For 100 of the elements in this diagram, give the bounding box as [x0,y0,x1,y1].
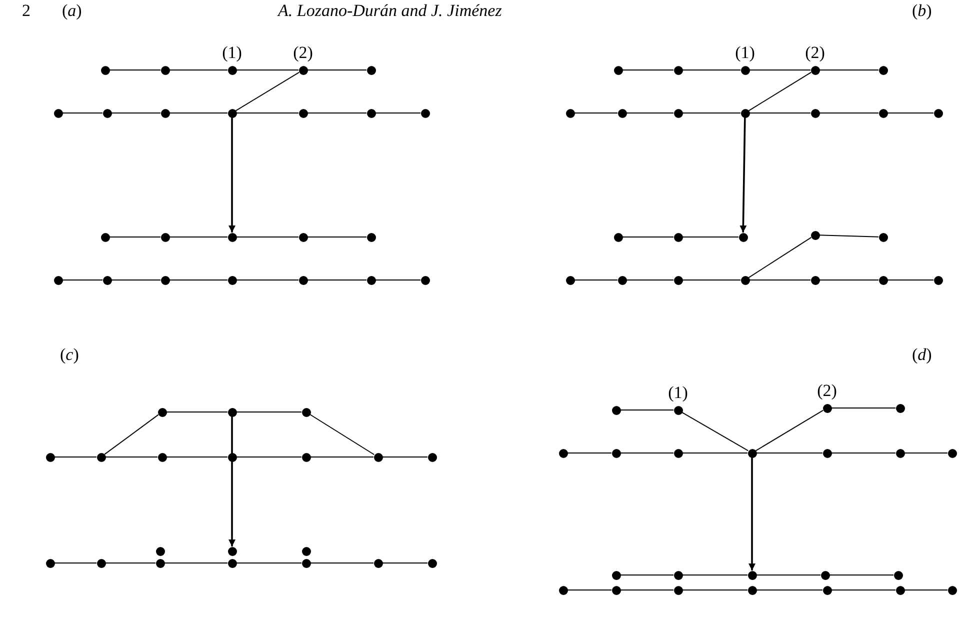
dot [302,408,310,416]
dot [740,66,750,74]
dot [228,66,236,74]
dot [156,558,164,568]
dot [228,276,236,284]
dot [160,108,170,118]
dot [96,452,106,462]
dot [366,276,376,284]
link-line [54,456,97,458]
link-line [382,456,428,458]
link-line [236,236,299,238]
dot [822,404,832,412]
point-label: (1) [668,384,688,402]
dot [878,66,888,74]
link-line [104,414,159,455]
dot [102,276,112,284]
link-line [236,562,302,564]
dot [566,108,574,118]
dot [374,452,382,462]
dot [896,448,904,458]
page-number: 2 [22,2,30,20]
dot [674,586,682,594]
link-line [574,112,618,114]
dot [298,66,308,74]
link-line [831,452,896,454]
dot [366,232,376,242]
link-line [682,236,739,238]
link-line [682,112,741,114]
link-line [904,452,948,454]
dot [54,108,62,118]
dot [934,276,942,284]
dot [618,276,626,284]
dot [160,276,170,284]
dot [366,66,376,74]
dot [748,448,756,458]
link-line [682,452,748,454]
dot [810,66,820,74]
dot [156,546,164,556]
panel-label: (a) [62,2,82,20]
link-line [307,236,367,238]
dot [228,108,236,118]
dot [612,448,620,458]
dot [54,276,62,284]
dot [614,66,622,74]
dot [748,570,756,580]
dot [158,408,166,416]
link-line [105,456,158,458]
arrow [740,117,747,233]
dot [822,586,832,594]
link-line [310,562,374,564]
dot [674,232,682,242]
dot [810,276,820,284]
link-line [382,562,428,564]
dot [160,66,170,74]
dot [948,448,956,458]
dot [614,232,622,242]
dot [302,452,310,462]
dot [738,232,748,242]
dot [366,108,376,118]
point-label: (2) [817,382,837,400]
dot [428,558,436,568]
dot [298,108,308,118]
point-label: (1) [222,44,242,62]
link-line [681,412,749,452]
dot [228,546,236,556]
dot [228,558,236,568]
link-line [748,72,812,112]
dot [428,452,436,462]
dot [96,558,106,568]
dot [102,108,112,118]
dot [228,452,236,462]
link-line [748,236,812,278]
dot [674,66,682,74]
dot [948,586,956,594]
link-line [164,562,228,564]
arrow [228,118,236,232]
dot [612,406,620,414]
dot [878,232,888,242]
dot [878,108,888,118]
dot [298,276,308,284]
link-line [756,452,823,454]
dot [810,108,820,118]
dot [612,570,620,580]
link-line [169,112,228,114]
dot [740,108,750,118]
dot [298,232,308,242]
dot [46,558,54,568]
point-label: (1) [735,44,755,62]
dot [420,276,430,284]
link-line [756,574,821,576]
link-line [682,574,748,576]
link-line [236,456,302,458]
dot [894,570,902,580]
dot [100,232,110,242]
link-line [109,236,161,238]
dot [302,546,310,556]
point-label: (2) [293,44,313,62]
panel-label: (c) [60,346,79,364]
dot [896,586,904,594]
link-line [375,112,421,114]
